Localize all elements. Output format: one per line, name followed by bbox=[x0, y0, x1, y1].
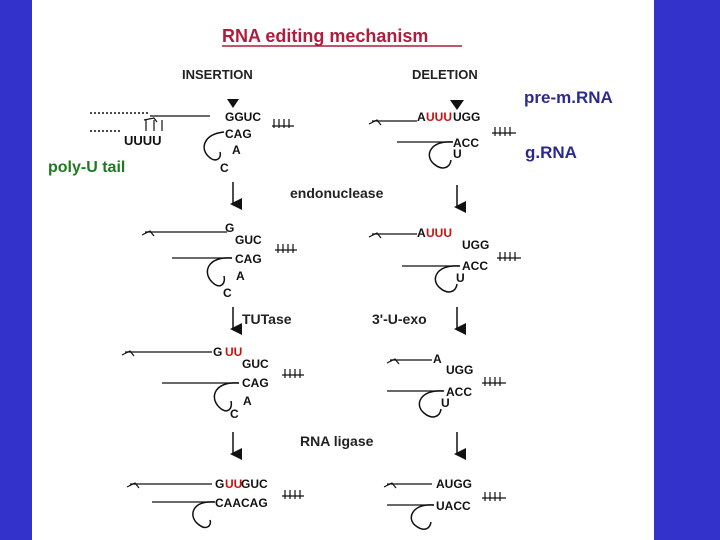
sequence-label: CAACAG bbox=[215, 496, 268, 510]
step-rna-ligase: RNA ligase bbox=[300, 433, 374, 449]
step-endonuclease: endonuclease bbox=[290, 185, 384, 201]
deletion-row-2: A UUU UGG ACC U bbox=[368, 226, 521, 293]
sequence-label: U bbox=[456, 271, 465, 285]
deletion-row-4: AUGG UACC bbox=[383, 477, 506, 530]
sequence-label: U bbox=[441, 396, 450, 410]
sequence-label: A bbox=[417, 110, 426, 124]
insertion-row-4: G UU GUC CAACAG bbox=[126, 477, 304, 529]
sequence-label: A bbox=[236, 269, 245, 283]
poly-u-sequence: UUUU bbox=[124, 133, 162, 148]
sequence-label: UGG bbox=[462, 238, 489, 252]
page-title: RNA editing mechanism bbox=[222, 26, 428, 46]
poly-u-tail-label: poly-U tail bbox=[48, 159, 125, 176]
sequence-label: CAG bbox=[225, 127, 252, 141]
sequence-label: A bbox=[417, 226, 426, 240]
sequence-label: A bbox=[232, 143, 241, 157]
rna-editing-diagram: RNA editing mechanism INSERTION DELETION… bbox=[48, 26, 613, 530]
sequence-label: GUC bbox=[241, 477, 268, 491]
sequence-label: UGG bbox=[446, 363, 473, 377]
deletion-row-1: A UUU UGG ACC U bbox=[368, 100, 516, 169]
sequence-label: G bbox=[215, 477, 224, 491]
sequence-label: C bbox=[220, 161, 229, 175]
sequence-label: ACC bbox=[453, 136, 479, 150]
sequence-label: ACC bbox=[446, 385, 472, 399]
sequence-label: A bbox=[433, 352, 442, 366]
sequence-label: GGUC bbox=[225, 110, 261, 124]
sequence-label: C bbox=[223, 286, 232, 300]
sequence-label: GUC bbox=[235, 233, 262, 247]
sequence-label: UUU bbox=[426, 226, 452, 240]
deletion-header: DELETION bbox=[412, 67, 478, 82]
deletion-row-3: A UGG ACC U bbox=[386, 352, 506, 418]
sequence-label: CAG bbox=[242, 376, 269, 390]
slide: RNA editing mechanism INSERTION DELETION… bbox=[32, 0, 654, 540]
sequence-label: G bbox=[213, 345, 222, 359]
step-3u-exo: 3'-U-exo bbox=[372, 311, 427, 327]
insertion-row-1: GGUC CAG UUUU A C bbox=[90, 99, 294, 175]
sequence-label: CAG bbox=[235, 252, 262, 266]
sequence-label: C bbox=[230, 407, 239, 421]
sequence-label: G bbox=[225, 221, 234, 235]
sequence-label: UGG bbox=[453, 110, 480, 124]
step-tutase: TUTase bbox=[242, 311, 292, 327]
sequence-label: AUGG bbox=[436, 477, 472, 491]
pre-mrna-label: pre-m.RNA bbox=[524, 88, 613, 107]
insertion-row-3: G UU GUC CAG A C bbox=[121, 345, 304, 421]
insertion-header: INSERTION bbox=[182, 67, 253, 82]
ligated-uu: UU bbox=[225, 477, 242, 491]
deleted-uuu: UUU bbox=[426, 110, 452, 124]
insertion-row-2: G GUC CAG A C bbox=[141, 221, 297, 300]
grna-label: g.RNA bbox=[525, 143, 577, 162]
cleavage-marker-icon bbox=[450, 100, 464, 110]
sequence-label: GUC bbox=[242, 357, 269, 371]
sequence-label: A bbox=[243, 394, 252, 408]
sequence-label: ACC bbox=[462, 259, 488, 273]
inserted-uu: UU bbox=[225, 345, 242, 359]
sequence-label: UACC bbox=[436, 499, 471, 513]
sequence-label: U bbox=[453, 147, 462, 161]
cleavage-marker-icon bbox=[227, 99, 239, 108]
